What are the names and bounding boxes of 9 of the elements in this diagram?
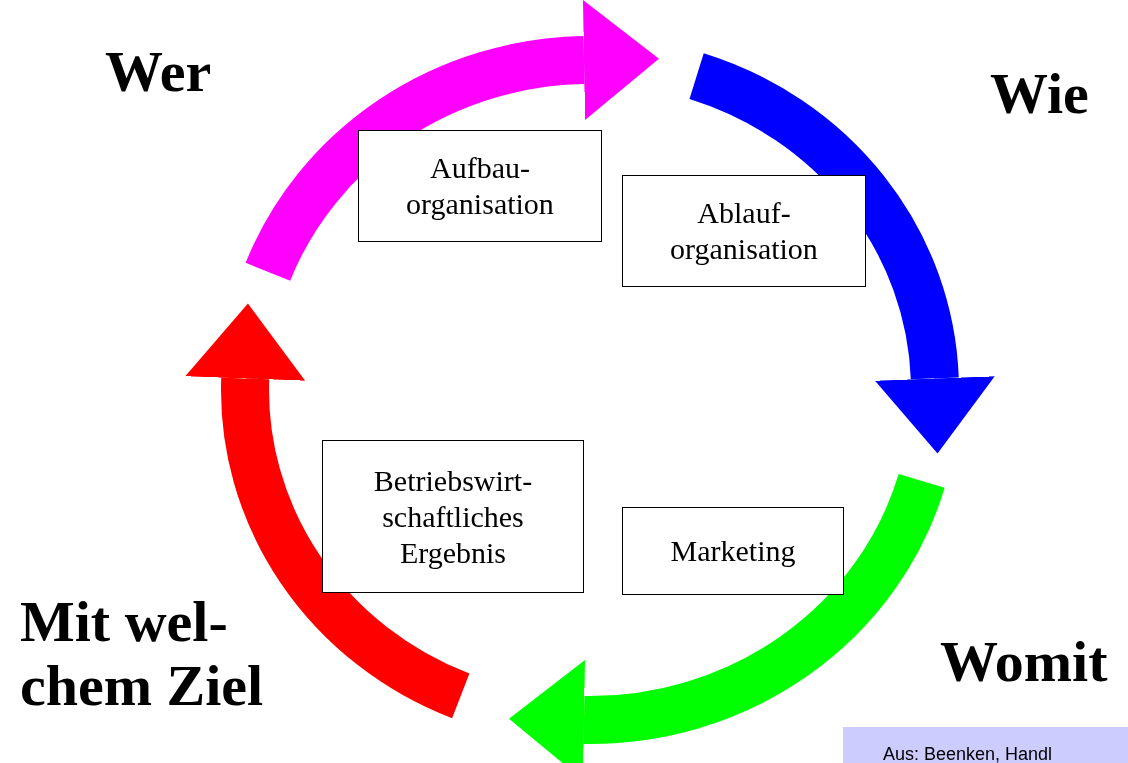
question-label: Mit wel- chem Ziel — [20, 590, 265, 718]
text-box: Aufbau- organisation — [358, 130, 602, 242]
question-label: Wer — [105, 40, 213, 104]
question-label: Womit — [940, 630, 1109, 694]
text-box: Marketing — [622, 507, 844, 595]
question-label: Wie — [990, 62, 1090, 126]
text-box: Ablauf- organisation — [622, 175, 866, 287]
text-box: Betriebswirt- schaftliches Ergebnis — [322, 440, 584, 593]
source-note: Aus: Beenken, Handl — [843, 727, 1128, 763]
